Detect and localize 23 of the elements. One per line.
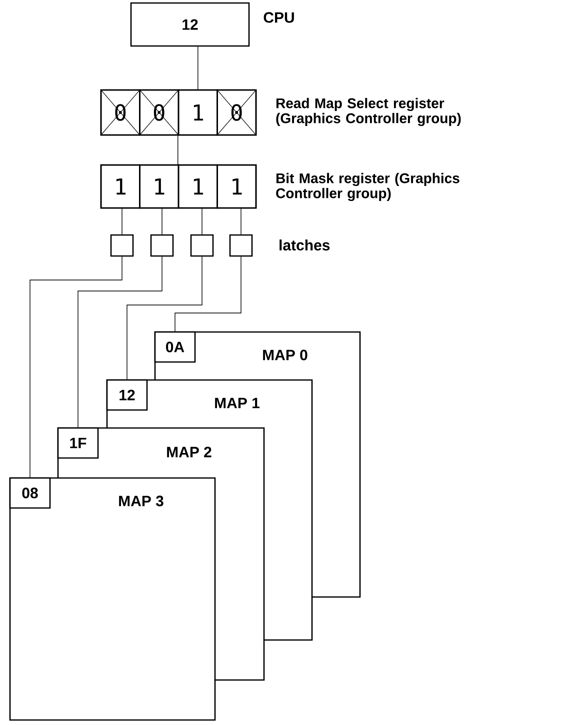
byte-value-box: 1F [57,427,99,459]
latch-box [190,234,214,257]
byte-value-box: 08 [9,477,51,509]
node-label: Bit Mask register (Graphics Controller group) [276,172,460,202]
bit-cell: 1 [139,164,180,209]
node-label: Read Map Select register (Graphics Controller group) [276,98,461,126]
byte-value-box: 0A [154,331,196,363]
bit-cell: 1 [178,89,218,136]
wire [174,256,242,332]
wire [240,208,242,235]
node-label: CPU [264,12,294,23]
latch-box [110,234,134,257]
byte-value-box: 12 [106,379,148,411]
bit-cell: 1 [178,164,218,209]
wire [126,256,202,380]
wire [30,256,122,478]
latch-box [150,234,174,257]
latch-box [229,234,253,257]
caption-label: latches [280,239,330,250]
wire [78,256,162,428]
bit-cell: 1 [100,164,140,209]
cpu-box: 12 CPU [130,2,294,47]
bit-cell: 1 [216,164,257,209]
